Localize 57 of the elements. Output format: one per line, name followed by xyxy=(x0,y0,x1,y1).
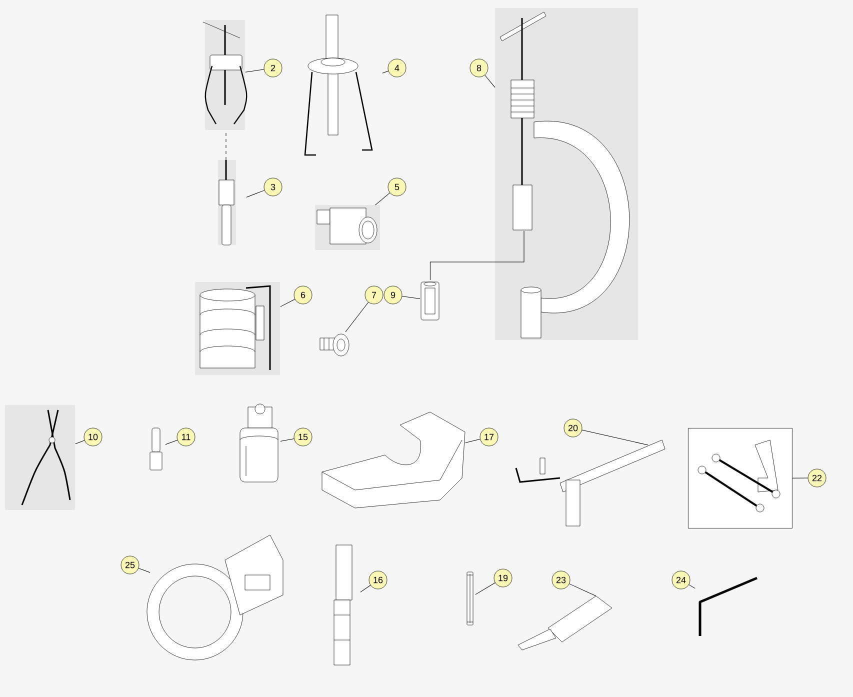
leader-line xyxy=(360,585,371,592)
callout-number: 17 xyxy=(480,428,498,446)
leader-line xyxy=(138,568,150,573)
tool-drawing xyxy=(495,8,638,340)
tool-drawing xyxy=(218,160,236,246)
leader-line xyxy=(582,430,648,446)
callout-number: 3 xyxy=(264,178,282,196)
callout-number: 9 xyxy=(384,286,402,304)
tool-drawing xyxy=(322,412,466,508)
callout-number: 19 xyxy=(494,568,512,588)
callout-number: 16 xyxy=(368,570,388,590)
tool-drawing xyxy=(518,596,612,650)
leader-line xyxy=(569,584,596,596)
callout-number: 22 xyxy=(808,468,826,488)
leader-line xyxy=(75,440,85,444)
tool-drawing xyxy=(202,20,248,130)
connecting-line xyxy=(430,230,524,280)
tool-drawing xyxy=(698,576,758,636)
callout-number: 8 xyxy=(470,58,488,78)
tool-drawing xyxy=(515,440,666,526)
tool-drawing xyxy=(320,334,350,356)
tool-drawing xyxy=(195,282,280,375)
leader-line xyxy=(382,70,389,74)
tool-drawing xyxy=(466,572,474,626)
tool-drawing xyxy=(304,14,373,156)
callout-number: 24 xyxy=(672,570,690,590)
callout-number: 25 xyxy=(120,556,140,574)
callout-number: 5 xyxy=(388,178,406,196)
tool-drawing xyxy=(150,428,162,470)
tool-drawing xyxy=(334,544,352,666)
callout-number: 20 xyxy=(564,418,582,438)
leader-line xyxy=(465,438,480,443)
leader-line xyxy=(688,584,696,589)
callout-number: 7 xyxy=(364,286,384,304)
leader-line xyxy=(280,438,294,442)
callout-number: 15 xyxy=(294,428,312,446)
leader-line xyxy=(402,296,420,300)
tool-drawing xyxy=(420,282,440,320)
callout-number: 23 xyxy=(552,570,570,590)
tool-drawing xyxy=(5,405,75,510)
callout-number: 10 xyxy=(84,428,102,446)
leader-line xyxy=(484,74,496,88)
leader-line xyxy=(374,192,390,206)
leader-line xyxy=(246,190,265,198)
callout-number: 11 xyxy=(176,428,196,446)
callout-number: 6 xyxy=(294,286,312,304)
leader-line xyxy=(280,298,296,307)
leader-line xyxy=(245,69,264,72)
tool-kit-drawing xyxy=(688,428,792,528)
callout-number: 2 xyxy=(264,58,282,78)
tool-drawing xyxy=(240,404,278,482)
leader-line xyxy=(345,302,369,332)
callout-number: 4 xyxy=(388,58,406,78)
leader-line xyxy=(165,440,178,445)
leader-line xyxy=(475,582,496,595)
tool-drawing xyxy=(146,534,284,660)
tool-drawing xyxy=(315,205,380,250)
